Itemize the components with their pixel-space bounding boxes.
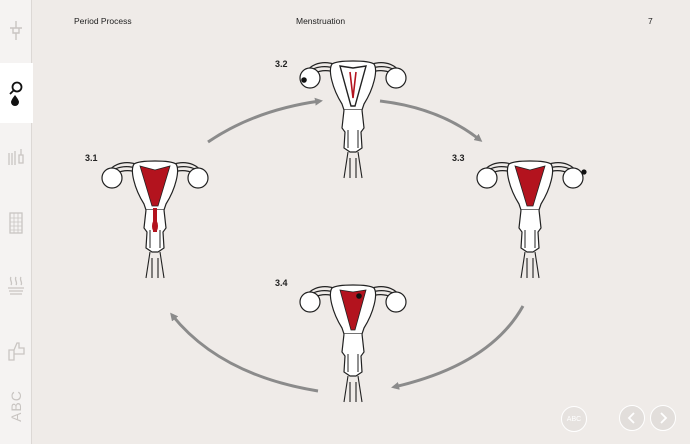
next-button[interactable]: [650, 405, 676, 431]
header-center-title: Menstruation: [296, 16, 346, 26]
uterus-stage-3-4: [299, 284, 407, 403]
arrow-3-3-to-3-4: [391, 305, 525, 390]
arrow-3-1-to-3-2: [207, 97, 323, 144]
prev-button[interactable]: [619, 405, 645, 431]
uterus-stage-3-3: [476, 160, 587, 279]
uterus-stage-3-2: [299, 60, 407, 179]
sidebar-item-heat[interactable]: [0, 255, 31, 315]
sidebar-item-tampon[interactable]: [0, 0, 31, 60]
sidebar-item-explore[interactable]: [0, 63, 33, 123]
stage-label-3-4: 3.4: [275, 278, 288, 288]
calendar-icon: [8, 212, 23, 234]
sidebar-item-thumbs[interactable]: [0, 320, 31, 380]
stage-label-3-3: 3.3: [452, 153, 465, 163]
header-left-title: Period Process: [74, 16, 132, 26]
abc-button[interactable]: ABC: [561, 406, 587, 432]
heat-icon: [7, 276, 24, 295]
sidebar: ABC: [0, 0, 33, 444]
magnify-drop-icon: [9, 81, 23, 106]
products-icon: [7, 149, 24, 165]
uterus-stage-3-1: [101, 160, 209, 279]
stage-label-3-2: 3.2: [275, 59, 288, 69]
chevron-right-icon: [660, 412, 668, 424]
arrow-3-2-to-3-3: [379, 99, 483, 142]
stage-label-3-1: 3.1: [85, 153, 98, 163]
thumbs-icon: [7, 342, 25, 361]
sidebar-item-calendar[interactable]: [0, 193, 31, 253]
page-number: 7: [648, 16, 653, 26]
chevron-left-icon: [627, 412, 635, 424]
sidebar-item-products[interactable]: [0, 128, 31, 188]
abc-button-label: ABC: [566, 415, 582, 423]
arrow-3-4-to-3-1: [170, 312, 319, 393]
tampon-icon: [9, 21, 22, 40]
